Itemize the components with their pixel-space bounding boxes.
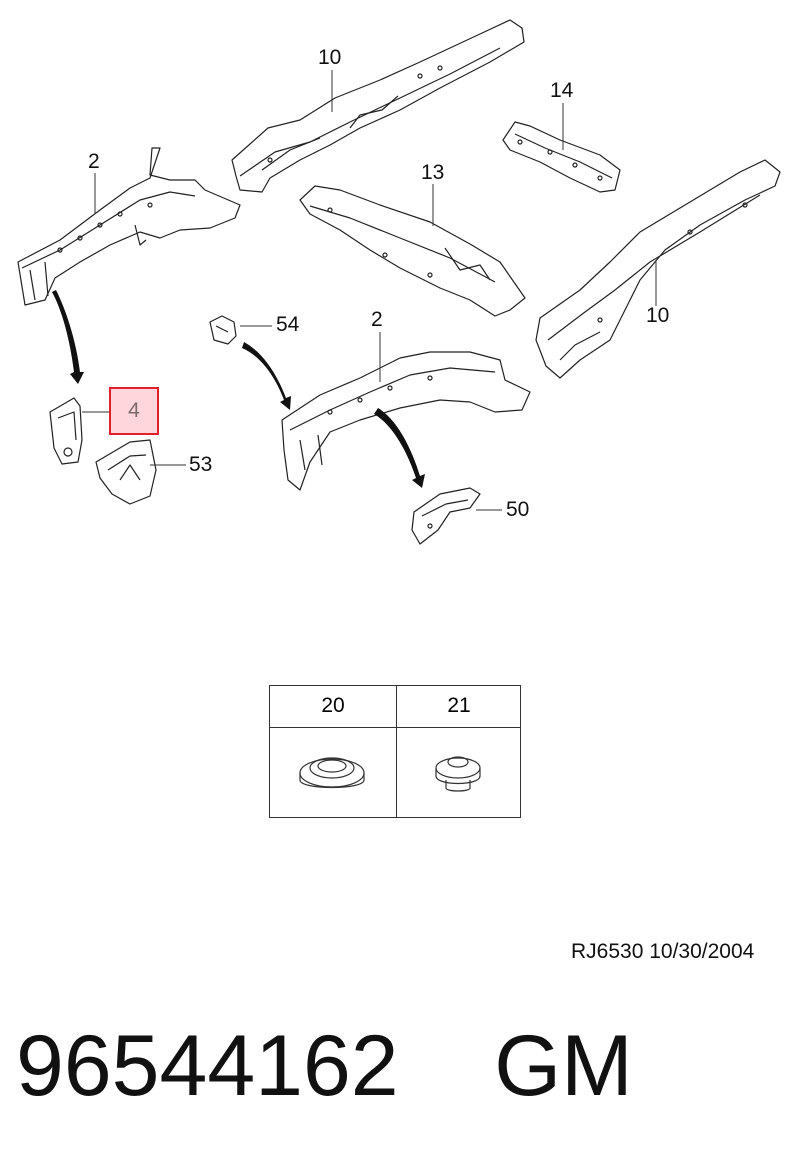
callout-53: 53 [189, 453, 213, 476]
callout-4-highlighted[interactable]: 4 [109, 387, 159, 435]
part-54-clip [209, 315, 237, 345]
part-2-left-rail [17, 147, 241, 306]
inset-divider-horizontal [270, 727, 520, 728]
arrow-to-part-50 [374, 408, 425, 488]
direction-arrows [52, 290, 425, 488]
inset-label-21: 21 [447, 694, 471, 717]
arrow-to-part-4 [52, 290, 84, 384]
part-20-grommet [299, 757, 365, 789]
part-53-bracket [95, 439, 157, 505]
inset-label-20: 20 [321, 694, 345, 717]
callout-50: 50 [506, 498, 530, 521]
callout-13: 13 [421, 161, 445, 184]
inset-parts [299, 756, 481, 792]
callout-10-top: 10 [318, 46, 342, 69]
callout-54: 54 [276, 313, 300, 336]
callout-14: 14 [550, 79, 574, 102]
reference-code: RJ6530 10/30/2004 [571, 940, 755, 963]
part-50-bracket [411, 487, 481, 545]
arrow-to-part-54 [242, 342, 291, 410]
part-number: 96544162 GM [16, 1018, 633, 1114]
inset-table: 20 21 [269, 685, 521, 818]
callout-2-left: 2 [88, 150, 100, 173]
part-4-bracket [49, 397, 83, 465]
callout-2-middle: 2 [371, 308, 383, 331]
part-14-bracket [502, 121, 621, 193]
part-10-right-rail [535, 159, 781, 379]
part-13-crossmember [299, 185, 526, 317]
part-10-top-rail [231, 19, 525, 193]
part-21-grommet [435, 756, 481, 792]
leader-lines [82, 70, 657, 511]
inset-divider-vertical [396, 686, 397, 817]
part-2-middle-rail [281, 351, 531, 491]
callout-10-right: 10 [646, 304, 670, 327]
